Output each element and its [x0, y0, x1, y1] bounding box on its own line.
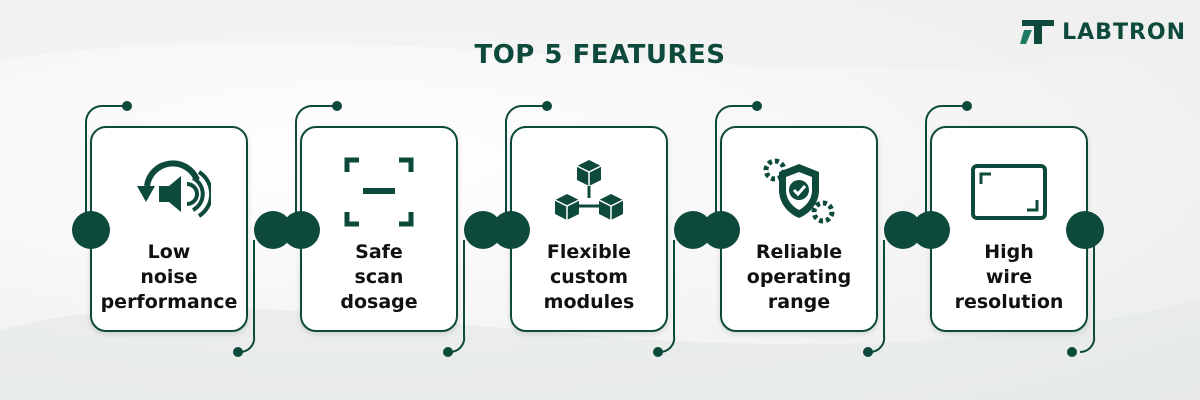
cubes-icon: [554, 160, 624, 220]
connector-dot-left: [702, 211, 740, 249]
feature-label: Low noise performance: [100, 241, 238, 313]
brand-name: LABTRON: [1062, 19, 1186, 45]
shield-gears-icon: [763, 158, 835, 224]
screen-frame-icon: [971, 164, 1047, 220]
feature-card-3: Flexible custom modules: [492, 100, 712, 355]
card-frame-decoration: [925, 101, 972, 225]
connector-dot-right: [1066, 211, 1104, 249]
feature-card-2: Safe scan dosage: [282, 100, 502, 355]
brand-logo: LABTRON: [1020, 14, 1186, 50]
connector-dot-left: [72, 211, 110, 249]
feature-card-body: Low noise performance: [90, 126, 248, 332]
connector-dot-left: [492, 211, 530, 249]
page-title: TOP 5 FEATURES: [474, 40, 726, 70]
feature-card-body: Safe scan dosage: [300, 126, 458, 332]
feature-card-4: Reliable operating range: [702, 100, 922, 355]
feature-label: High wire resolution: [954, 241, 1064, 313]
labtron-logo-icon: [1020, 20, 1055, 44]
connector-dot-left: [282, 211, 320, 249]
feature-card-body: Reliable operating range: [720, 126, 878, 332]
card-frame-decoration: [85, 101, 132, 225]
connector-dot-left: [912, 211, 950, 249]
feature-label: Flexible custom modules: [543, 241, 635, 313]
feature-label: Reliable operating range: [746, 241, 852, 313]
card-frame-decoration: [715, 101, 762, 225]
speaker-rotate-icon: [137, 160, 211, 218]
card-frame-decoration: [295, 101, 342, 225]
feature-card-1: Low noise performance: [72, 100, 292, 355]
feature-card-5: High wire resolution: [912, 100, 1104, 355]
card-frame-decoration: [505, 101, 552, 225]
feature-label: Safe scan dosage: [340, 241, 418, 313]
scan-frame-icon: [344, 157, 414, 227]
